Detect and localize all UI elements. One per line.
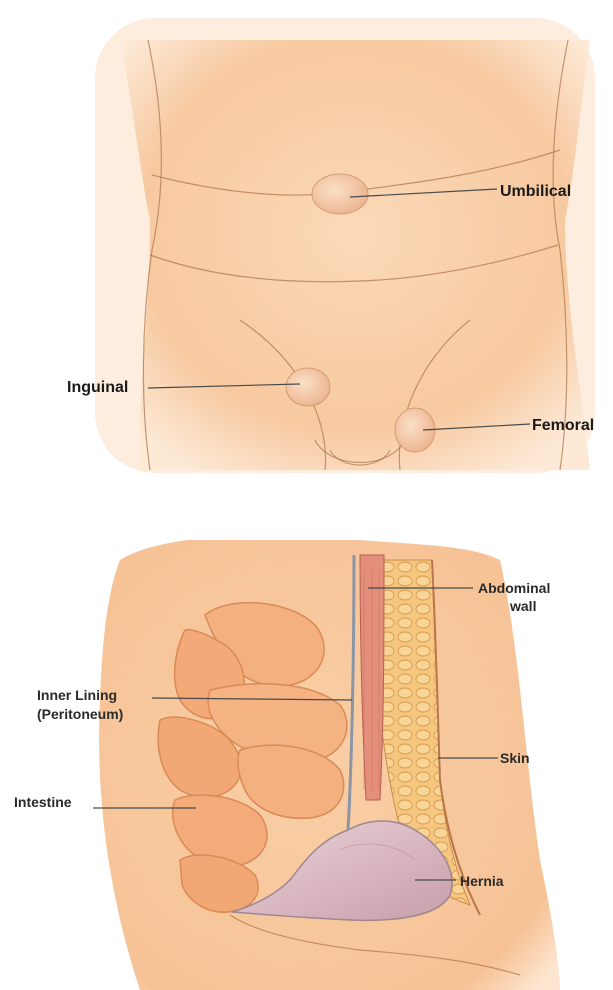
torso-illustration [95,18,595,473]
abdominal-wall-label-line1: Abdominal [478,580,550,596]
inguinal-label: Inguinal [67,379,128,396]
femoral-label: Femoral [532,417,594,434]
skin-label: Skin [500,750,530,766]
abdominal-wall-label-line2: wall [509,598,536,614]
hernia-label: Hernia [460,873,504,889]
umbilical-hernia-bulge [312,174,368,214]
umbilical-label: Umbilical [500,183,571,200]
intestine-label: Intestine [14,794,72,810]
inguinal-hernia-bulge [286,368,330,406]
inner-lining-label-line2: (Peritoneum) [37,706,123,722]
inner-lining-label-line1: Inner Lining [37,687,117,703]
